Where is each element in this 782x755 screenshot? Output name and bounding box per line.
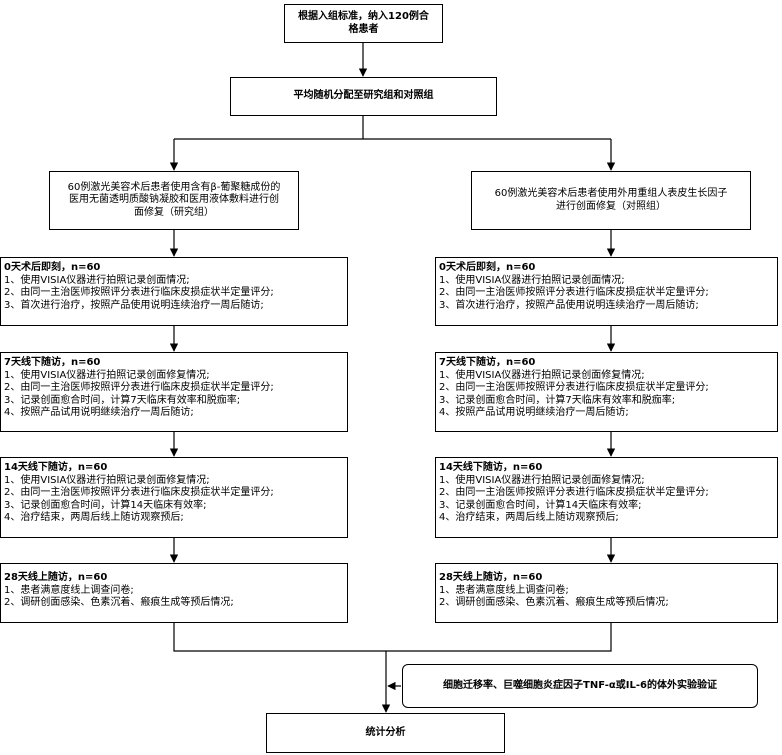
step-title: 28天线上随访，n=60	[4, 572, 108, 583]
step-item: 1、使用VISIA仪器进行拍照记录创面修复情况;	[439, 369, 645, 381]
step-item: 3、首次进行治疗，按照产品使用说明连续治疗一周后随访;	[439, 299, 699, 311]
step-item: 3、记录创面愈合时间，计算14天临床有效率;	[4, 499, 207, 511]
step-item: 1、使用VISIA仪器进行拍照记录创面修复情况;	[439, 474, 645, 486]
step-item: 2、由同一主治医师按照评分表进行临床皮损症状半定量评分;	[4, 382, 274, 393]
analysis-text: 统计分析	[365, 726, 406, 738]
control-group-text: 60例激光美容术后患者使用外用重组人表皮生长因子 进行创面修复（对照组）	[494, 188, 728, 212]
step-title: 7天线下随访，n=60	[439, 357, 536, 368]
step-item: 1、使用VISIA仪器进行拍照记录创面情况;	[439, 274, 625, 286]
step-item: 1、患者满意度线上调查问卷;	[4, 584, 134, 596]
randomization-box: 平均随机分配至研究组和对照组	[230, 77, 497, 116]
right-step-day28: 28天线上随访，n=60 1、患者满意度线上调查问卷; 2、调研创面感染、色素沉…	[435, 563, 778, 623]
right-step-day0: 0天术后即刻，n=60 1、使用VISIA仪器进行拍照记录创面情况; 2、由同一…	[435, 257, 778, 326]
step-title: 7天线下随访，n=60	[4, 357, 101, 368]
left-step-day0: 0天术后即刻，n=60 1、使用VISIA仪器进行拍照记录创面情况; 2、由同一…	[0, 257, 348, 326]
step-item: 3、首次进行治疗，按照产品使用说明连续治疗一周后随访;	[4, 299, 264, 311]
merge-lines	[173, 623, 612, 652]
control-group-box: 60例激光美容术后患者使用外用重组人表皮生长因子 进行创面修复（对照组）	[471, 171, 751, 230]
step-item: 1、使用VISIA仪器进行拍照记录创面情况;	[4, 274, 190, 286]
analysis-box: 统计分析	[266, 713, 505, 753]
step-item: 4、按照产品试用说明继续治疗一周后随访;	[439, 407, 629, 418]
left-step-day14: 14天线下随访，n=60 1、使用VISIA仪器进行拍照记录创面修复情况; 2、…	[0, 457, 348, 538]
step-title: 14天线下随访，n=60	[439, 462, 543, 473]
step-item: 2、由同一主治医师按照评分表进行临床皮损症状半定量评分;	[4, 287, 274, 298]
left-step-day7: 7天线下随访，n=60 1、使用VISIA仪器进行拍照记录创面修复情况; 2、由…	[0, 352, 348, 432]
right-step-day14: 14天线下随访，n=60 1、使用VISIA仪器进行拍照记录创面修复情况; 2、…	[435, 457, 778, 538]
step-item: 4、治疗结束，两周后线上随访观察预后;	[439, 512, 619, 523]
left-step-day28: 28天线上随访，n=60 1、患者满意度线上调查问卷; 2、调研创面感染、色素沉…	[0, 563, 348, 623]
step-title: 14天线下随访，n=60	[4, 462, 108, 473]
research-group-text: 60例激光美容术后患者使用含有β-葡聚糖成份的 医用无菌透明质酸钠凝胶和医用液体…	[67, 181, 281, 218]
step-item: 2、由同一主治医师按照评分表进行临床皮损症状半定量评分;	[439, 287, 709, 298]
inclusion-text: 根据入组标准，纳入120例合 格患者	[298, 11, 429, 35]
inclusion-box: 根据入组标准，纳入120例合 格患者	[284, 4, 443, 43]
step-item: 1、使用VISIA仪器进行拍照记录创面修复情况;	[4, 474, 210, 486]
step-item: 3、记录创面愈合时间，计算7天临床有效率和脱痂率;	[4, 394, 241, 406]
research-group-box: 60例激光美容术后患者使用含有β-葡聚糖成份的 医用无菌透明质酸钠凝胶和医用液体…	[49, 171, 299, 230]
step-item: 2、由同一主治医师按照评分表进行临床皮损症状半定量评分;	[439, 382, 709, 393]
randomization-text: 平均随机分配至研究组和对照组	[293, 90, 434, 102]
step-item: 1、使用VISIA仪器进行拍照记录创面修复情况;	[4, 369, 210, 381]
step-item: 4、按照产品试用说明继续治疗一周后随访;	[4, 407, 194, 418]
step-item: 4、治疗结束，两周后线上随访观察预后;	[4, 512, 184, 523]
step-title: 28天线上随访，n=60	[439, 572, 543, 583]
invitro-text: 细胞迁移率、巨噬细胞炎症因子TNF-α或IL-6的体外实验验证	[443, 679, 717, 691]
step-item: 1、患者满意度线上调查问卷;	[439, 584, 569, 596]
step-item: 3、记录创面愈合时间，计算7天临床有效率和脱痂率;	[439, 394, 676, 406]
step-item: 3、记录创面愈合时间，计算14天临床有效率;	[439, 499, 642, 511]
step-item: 2、调研创面感染、色素沉着、瘢痕生成等预后情况;	[4, 597, 234, 608]
invitro-box: 细胞迁移率、巨噬细胞炎症因子TNF-α或IL-6的体外实验验证	[402, 664, 758, 708]
step-item: 2、调研创面感染、色素沉着、瘢痕生成等预后情况;	[439, 597, 669, 608]
step-item: 2、由同一主治医师按照评分表进行临床皮损症状半定量评分;	[4, 487, 274, 498]
right-step-day7: 7天线下随访，n=60 1、使用VISIA仪器进行拍照记录创面修复情况; 2、由…	[435, 352, 778, 432]
step-item: 2、由同一主治医师按照评分表进行临床皮损症状半定量评分;	[439, 487, 709, 498]
step-title: 0天术后即刻，n=60	[439, 262, 536, 273]
step-title: 0天术后即刻，n=60	[4, 262, 101, 273]
